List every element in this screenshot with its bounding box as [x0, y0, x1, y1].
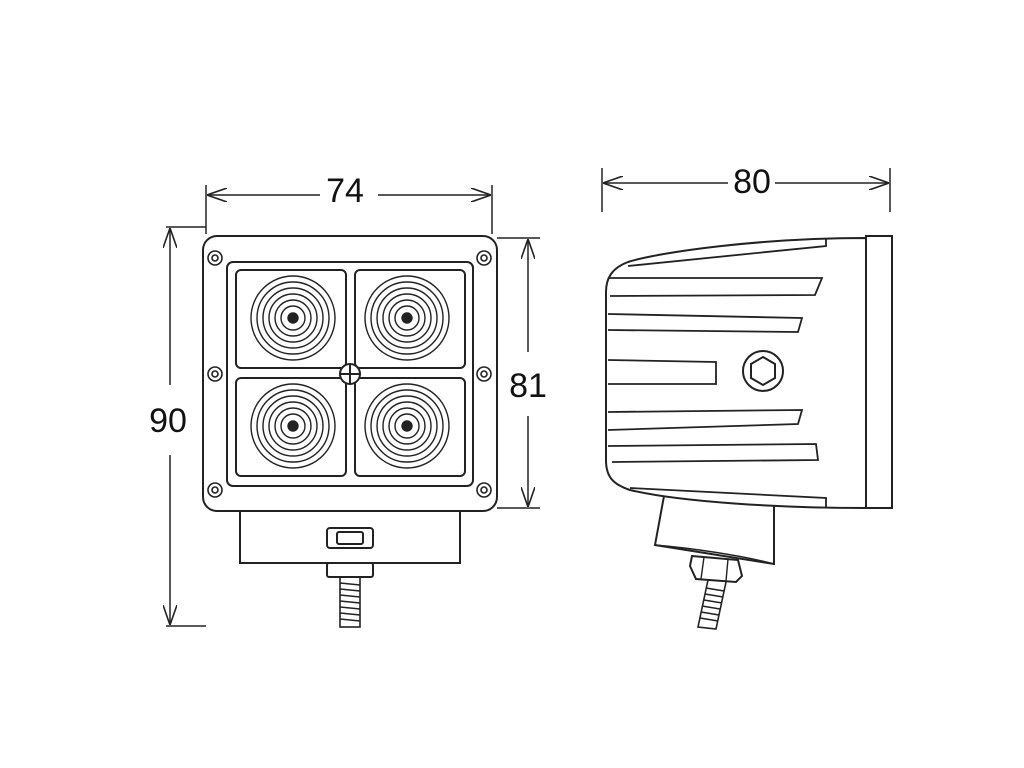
- dimension-front-height-overall: [166, 226, 206, 627]
- mounting-bracket-side: [653, 495, 775, 566]
- led-reflector-top-left: [250, 275, 336, 361]
- hex-bolt-icon: [742, 350, 784, 392]
- cooling-fins: [607, 238, 827, 508]
- dimension-front-width: [205, 185, 493, 234]
- front-housing-outline: [202, 235, 498, 512]
- stud-nut-side: [688, 554, 744, 584]
- front-view: [202, 235, 498, 628]
- lens-cell-top-right: [354, 269, 466, 369]
- threaded-stud-side: [697, 579, 727, 630]
- dimension-label-side-depth: 80: [733, 163, 771, 201]
- side-view: [605, 235, 893, 630]
- threaded-stud-front: [339, 576, 361, 628]
- center-screw-icon: [339, 363, 361, 385]
- dimension-label-front-height-housing: 81: [509, 367, 547, 405]
- led-reflector-bottom-left: [250, 383, 336, 469]
- dimension-front-height-housing: [497, 237, 540, 509]
- stud-nut-front: [326, 562, 374, 578]
- lens-cell-bottom-right: [354, 377, 466, 477]
- lens-cell-top-left: [235, 269, 347, 369]
- dimension-label-front-width: 74: [326, 172, 364, 210]
- bezel-screws: [207, 250, 492, 498]
- led-reflector-top-right: [364, 275, 450, 361]
- side-housing-body: [605, 236, 867, 510]
- dimension-side-depth: [601, 168, 891, 212]
- side-lens-plate: [865, 235, 893, 509]
- dimension-label-front-height-overall: 90: [149, 402, 187, 440]
- front-housing-inner-rim: [226, 261, 474, 487]
- led-reflector-bottom-right: [364, 383, 450, 469]
- lens-cell-bottom-left: [235, 377, 347, 477]
